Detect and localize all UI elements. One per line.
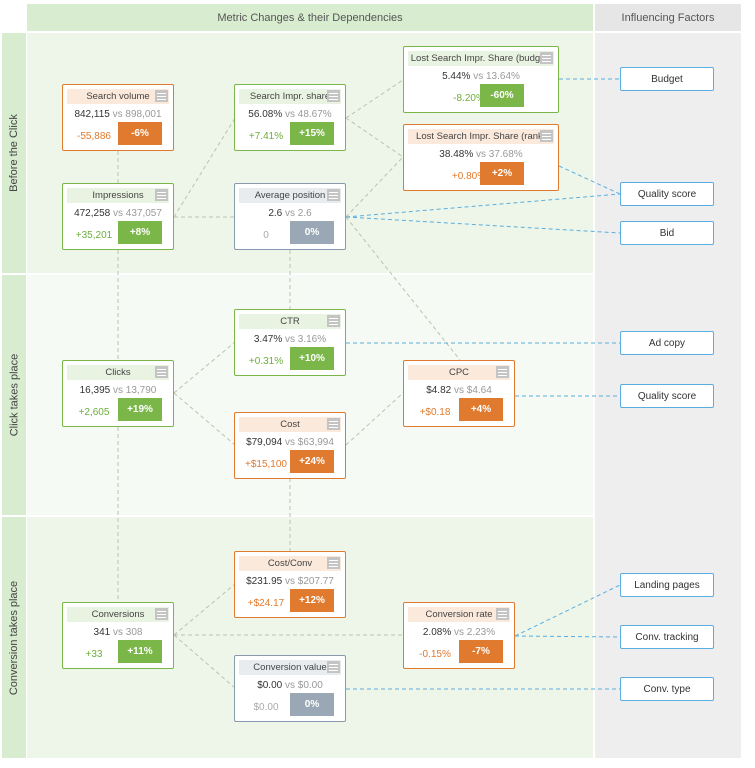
card-values: $79,094 vs $63,994 [246,437,334,448]
card-values: 56.08% vs 48.67% [248,109,332,120]
card-title: Search Impr. share [239,89,341,104]
card-conversion-value[interactable]: Conversion value $0.00 vs $0.00 $0.00 0% [234,655,346,722]
card-delta: +0.80% [451,171,487,182]
card-lost-impr-share-budget[interactable]: Lost Search Impr. Share (budget) 5.44% v… [403,46,559,113]
menu-icon[interactable] [155,608,168,620]
card-lost-impr-share-rank[interactable]: Lost Search Impr. Share (rank) 38.48% vs… [403,124,559,191]
factor-quality-score[interactable]: Quality score [620,182,714,206]
factor-conv-type[interactable]: Conv. type [620,677,714,701]
card-delta: -8.20% [453,93,485,104]
card-values: 472,258 vs 437,057 [74,208,162,219]
band-label-before: Before the Click [2,33,26,273]
menu-icon[interactable] [327,315,340,327]
card-title: CPC [408,365,510,380]
card-delta: 0 [263,230,269,241]
card-change-badge: +8% [118,221,162,244]
card-title: Clicks [67,365,169,380]
card-change-badge: +12% [290,589,334,612]
card-title: Cost [239,417,341,432]
card-change-badge: -7% [459,640,503,663]
card-delta: -0.15% [419,649,451,660]
band-label-click: Click takes place [2,275,26,515]
menu-icon[interactable] [155,366,168,378]
card-delta: +$15,100 [245,459,287,470]
factor-landing-pages[interactable]: Landing pages [620,573,714,597]
menu-icon[interactable] [155,90,168,102]
card-title: Impressions [67,188,169,203]
card-values: 842,115 vs 898,001 [74,109,162,120]
card-title: CTR [239,314,341,329]
card-delta: +33 [85,649,103,660]
card-delta: +$0.18 [419,407,451,418]
card-cost-per-conv[interactable]: Cost/Conv $231.95 vs $207.77 +$24.17 +12… [234,551,346,618]
card-values: 5.44% vs 13.64% [442,71,520,82]
card-change-badge: +10% [290,347,334,370]
card-delta: +2,605 [78,407,110,418]
header-metric-changes: Metric Changes & their Dependencies [27,4,593,31]
menu-icon[interactable] [155,189,168,201]
menu-icon[interactable] [327,418,340,430]
card-clicks[interactable]: Clicks 16,395 vs 13,790 +2,605 +19% [62,360,174,427]
menu-icon[interactable] [496,366,509,378]
header-influencing-factors: Influencing Factors [595,4,741,31]
card-values: $231.95 vs $207.77 [246,576,334,587]
card-values: 2.6 vs 2.6 [268,208,312,219]
card-change-badge: +2% [480,162,524,185]
menu-icon[interactable] [327,90,340,102]
card-change-badge: +4% [459,398,503,421]
card-delta: $0.00 [253,702,279,713]
factor-quality-score-cpc[interactable]: Quality score [620,384,714,408]
card-cost[interactable]: Cost $79,094 vs $63,994 +$15,100 +24% [234,412,346,479]
card-search-impr-share[interactable]: Search Impr. share 56.08% vs 48.67% +7.4… [234,84,346,151]
card-change-badge: 0% [290,221,334,244]
card-title: Cost/Conv [239,556,341,571]
card-values: 3.47% vs 3.16% [253,334,327,345]
card-delta: -55,886 [77,131,111,142]
card-delta: +0.31% [248,356,284,367]
card-values: 341 vs 308 [93,627,143,638]
card-delta: +$24.17 [247,598,285,609]
card-values: $4.82 vs $4.64 [426,385,492,396]
card-cpc[interactable]: CPC $4.82 vs $4.64 +$0.18 +4% [403,360,515,427]
card-change-badge: +19% [118,398,162,421]
card-title: Search volume [67,89,169,104]
factor-bid[interactable]: Bid [620,221,714,245]
factor-conv-tracking[interactable]: Conv. tracking [620,625,714,649]
card-search-volume[interactable]: Search volume 842,115 vs 898,001 -55,886… [62,84,174,151]
factor-budget[interactable]: Budget [620,67,714,91]
card-values: 38.48% vs 37.68% [439,149,523,160]
card-change-badge: +11% [118,640,162,663]
card-impressions[interactable]: Impressions 472,258 vs 437,057 +35,201 +… [62,183,174,250]
band-label-conversion: Conversion takes place [2,517,26,758]
card-title: Average position [239,188,341,203]
card-average-position[interactable]: Average position 2.6 vs 2.6 0 0% [234,183,346,250]
menu-icon[interactable] [540,52,553,64]
card-ctr[interactable]: CTR 3.47% vs 3.16% +0.31% +10% [234,309,346,376]
card-change-badge: -60% [480,84,524,107]
card-title: Lost Search Impr. Share (rank) [408,129,554,144]
factor-ad-copy[interactable]: Ad copy [620,331,714,355]
card-change-badge: -6% [118,122,162,145]
menu-icon[interactable] [327,661,340,673]
menu-icon[interactable] [540,130,553,142]
card-change-badge: 0% [290,693,334,716]
card-conversions[interactable]: Conversions 341 vs 308 +33 +11% [62,602,174,669]
card-change-badge: +15% [290,122,334,145]
card-title: Conversions [67,607,169,622]
menu-icon[interactable] [496,608,509,620]
card-delta: +7.41% [248,131,284,142]
card-values: 2.08% vs 2.23% [422,627,496,638]
card-title: Conversion value [239,660,341,675]
card-delta: +35,201 [75,230,113,241]
menu-icon[interactable] [327,557,340,569]
card-title: Conversion rate [408,607,510,622]
card-values: $0.00 vs $0.00 [257,680,323,691]
card-values: 16,395 vs 13,790 [79,385,157,396]
card-change-badge: +24% [290,450,334,473]
menu-icon[interactable] [327,189,340,201]
card-conversion-rate[interactable]: Conversion rate 2.08% vs 2.23% -0.15% -7… [403,602,515,669]
card-title: Lost Search Impr. Share (budget) [408,51,554,66]
